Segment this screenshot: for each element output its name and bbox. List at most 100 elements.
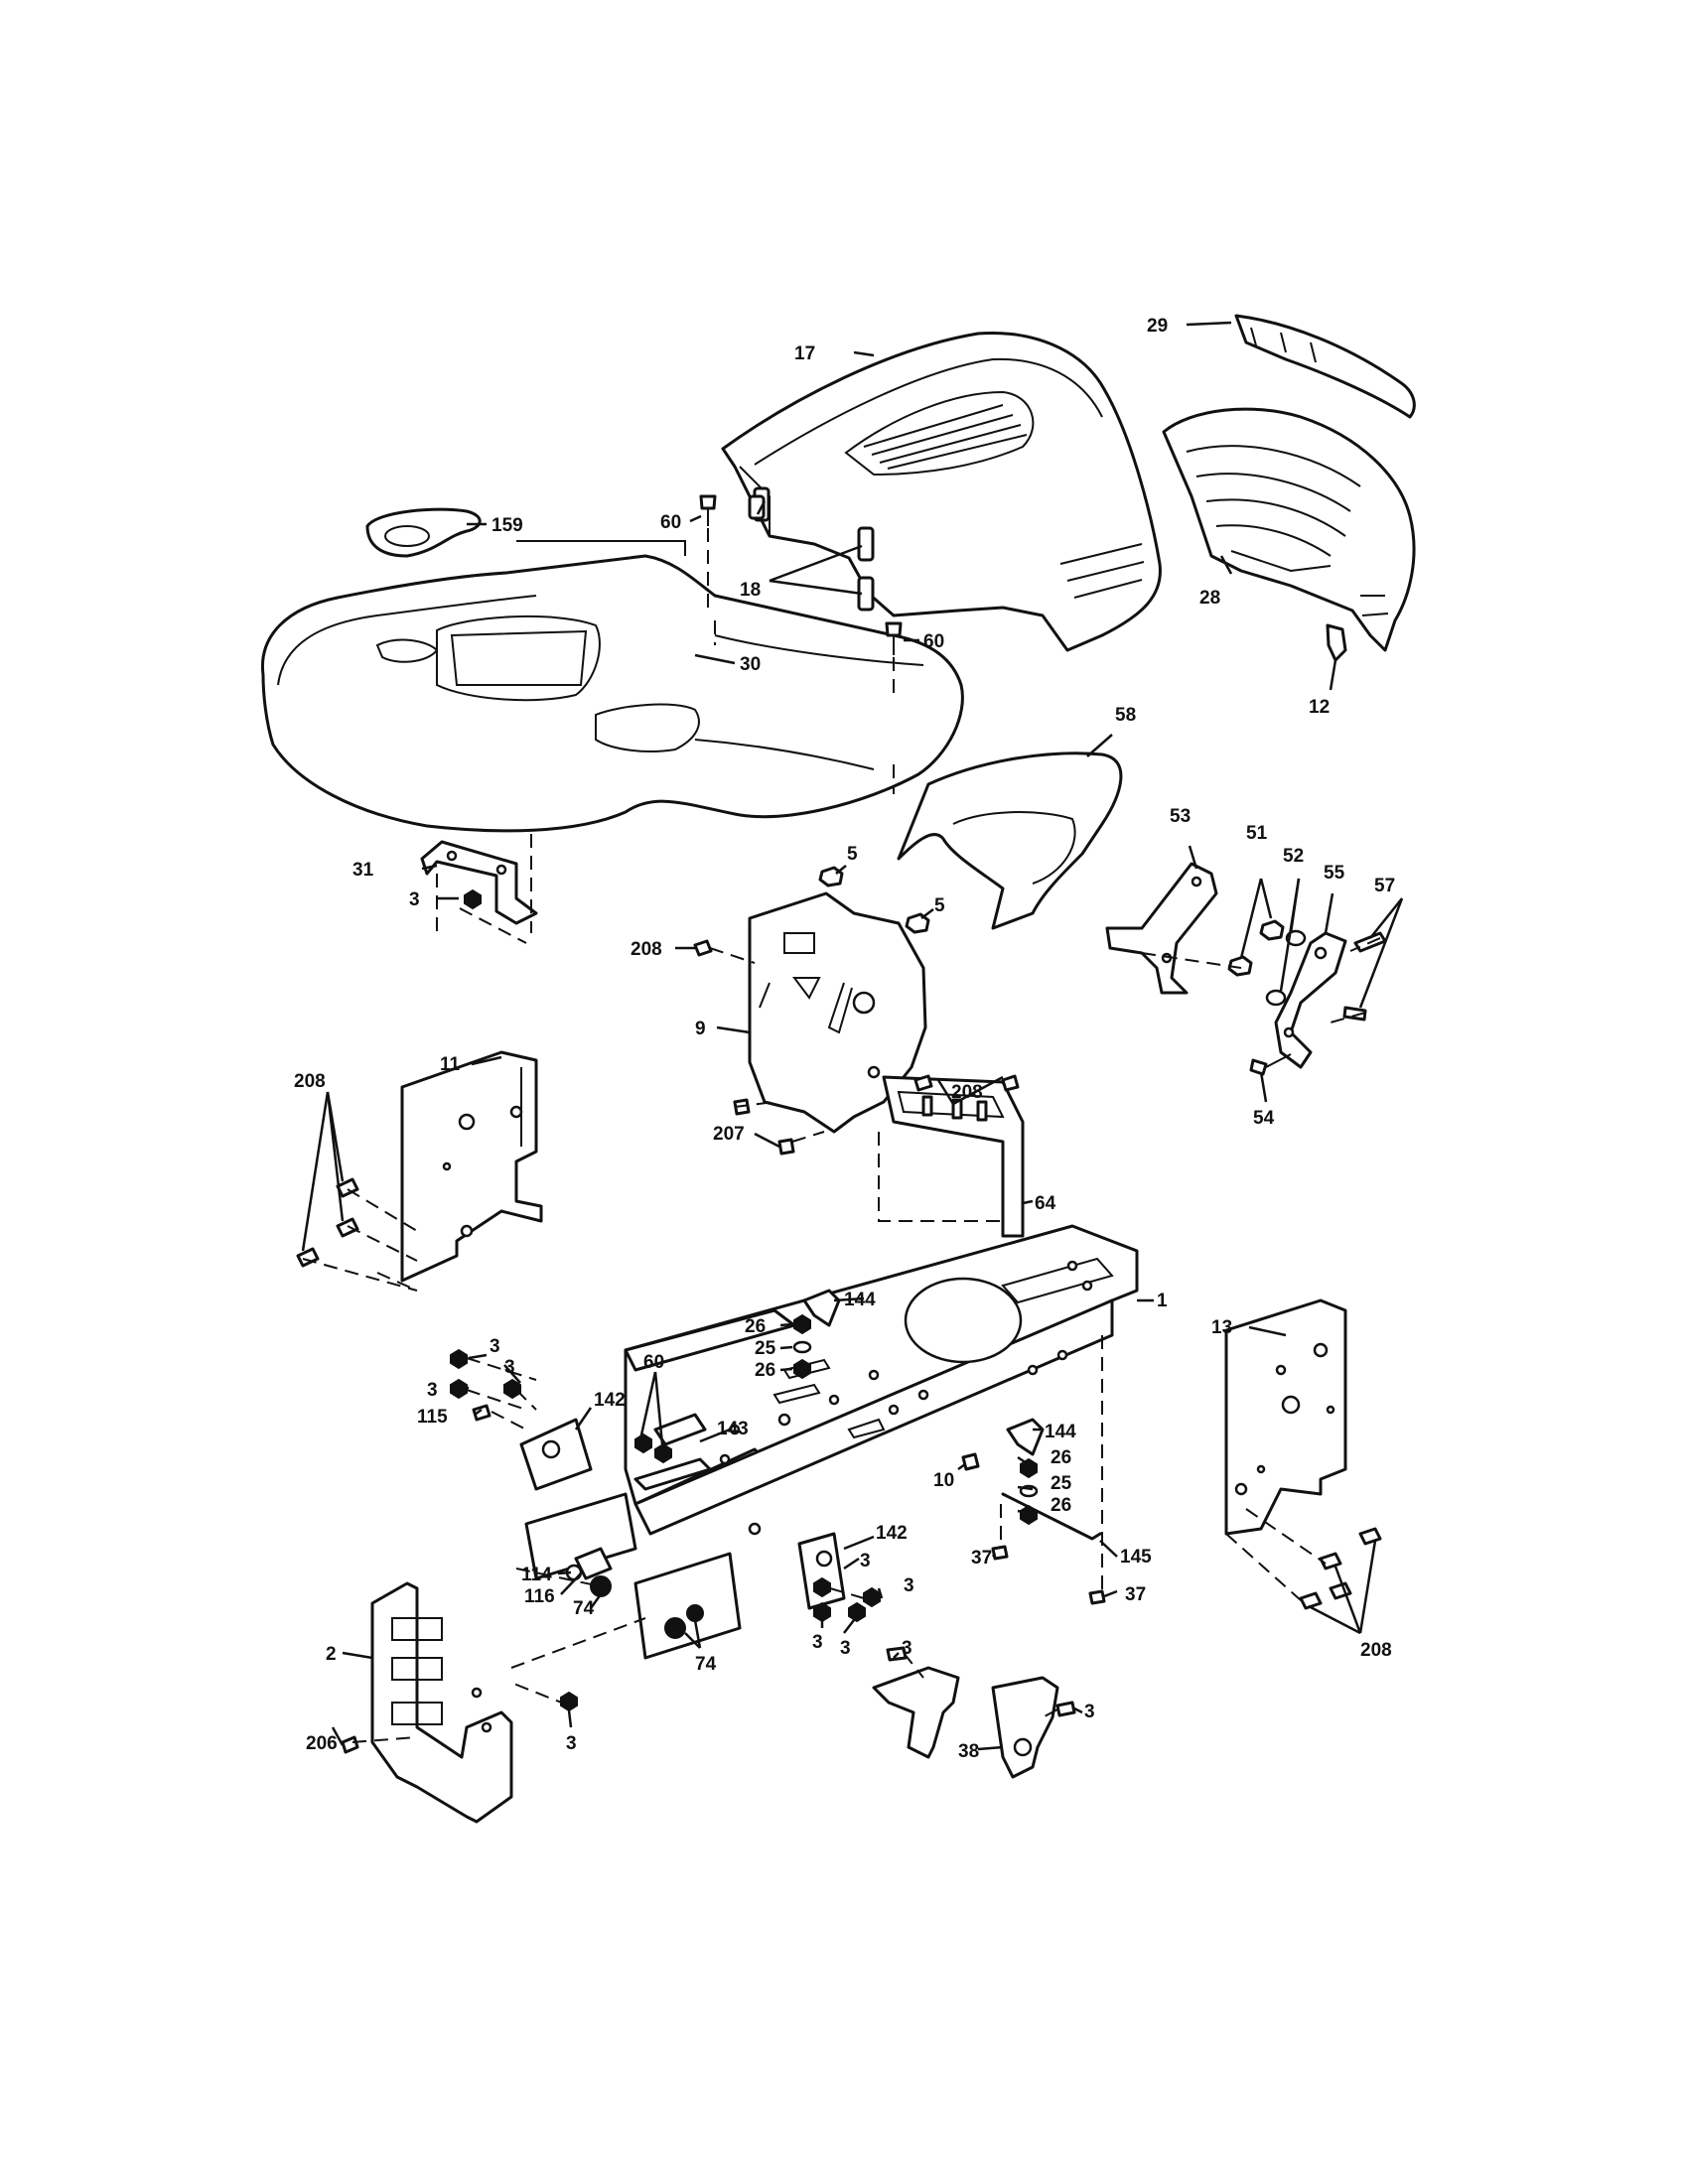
bolt-206: [341, 1735, 359, 1754]
bolt-207: [733, 1098, 795, 1156]
label-26-d: 26: [1051, 1495, 1071, 1516]
label-3-c: 3: [504, 1357, 515, 1378]
label-1: 1: [1157, 1291, 1168, 1311]
label-145: 145: [1120, 1547, 1152, 1568]
label-37-b: 37: [1125, 1584, 1146, 1605]
bolt-208: [296, 939, 1382, 1610]
assembly-centerlines: [302, 528, 1381, 1743]
washer-52: [1265, 929, 1307, 1007]
label-3-h: 3: [840, 1638, 851, 1659]
label-25-b: 25: [1051, 1473, 1072, 1494]
label-38: 38: [958, 1741, 979, 1762]
label-3-k: 3: [566, 1733, 577, 1754]
front-axle-plate: [370, 1581, 513, 1824]
label-3-i: 3: [902, 1638, 912, 1659]
label-142-a: 142: [594, 1390, 626, 1411]
label-3-a: 3: [409, 889, 420, 910]
label-5-b: 5: [934, 895, 945, 916]
label-10: 10: [933, 1470, 954, 1491]
hood: [721, 332, 1162, 652]
label-159: 159: [491, 515, 523, 536]
label-37-a: 37: [971, 1548, 992, 1569]
label-30: 30: [740, 654, 761, 675]
label-114: 114: [521, 1565, 552, 1585]
label-26-b: 26: [755, 1360, 775, 1381]
dash-shield: [897, 751, 1123, 930]
lever-bracket-55: [1274, 931, 1347, 1069]
bolt-57: [1342, 931, 1387, 1022]
label-11: 11: [440, 1054, 461, 1075]
label-143: 143: [717, 1419, 749, 1439]
label-208-d: 208: [1360, 1640, 1392, 1661]
bolt-10: [961, 1452, 980, 1471]
label-142-b: 142: [876, 1523, 908, 1544]
label-17: 17: [794, 343, 815, 364]
label-5-a: 5: [847, 844, 858, 865]
label-74-a: 74: [573, 1598, 595, 1619]
bolt-3: [450, 888, 1076, 1717]
label-29: 29: [1147, 316, 1168, 337]
callout-labels: 17 29 60 159 18 28 60 30 12 58 31 3 5 5 …: [294, 316, 1395, 1762]
label-53: 53: [1170, 806, 1191, 827]
label-60-top: 60: [660, 512, 681, 533]
label-51: 51: [1246, 823, 1268, 844]
label-26-c: 26: [1051, 1447, 1071, 1468]
fender: [260, 554, 964, 833]
main-frame: [624, 1224, 1139, 1536]
label-28: 28: [1199, 588, 1220, 609]
label-206: 206: [306, 1733, 338, 1754]
label-2: 2: [326, 1644, 337, 1665]
label-54: 54: [1253, 1108, 1275, 1129]
front-grille: [1162, 407, 1416, 652]
label-3-e: 3: [860, 1551, 871, 1571]
label-55: 55: [1324, 863, 1345, 884]
label-52: 52: [1283, 846, 1304, 867]
label-3-f: 3: [904, 1575, 914, 1596]
bolt-115: [472, 1404, 491, 1422]
fender-bracket: [420, 840, 538, 925]
label-31: 31: [352, 860, 374, 881]
leader-lines: [301, 321, 1404, 1751]
label-3-j: 3: [1084, 1702, 1095, 1722]
seat-plate: [516, 540, 686, 556]
bushing-74: [590, 1575, 704, 1639]
label-207: 207: [713, 1124, 745, 1145]
label-13: 13: [1211, 1317, 1232, 1338]
label-60-mid: 60: [923, 631, 944, 652]
label-3-b: 3: [490, 1336, 500, 1357]
nut-51: [1227, 919, 1285, 977]
pedal-bracket: [872, 1666, 1059, 1779]
bolt-60: [634, 494, 903, 1464]
label-25-a: 25: [755, 1338, 776, 1359]
label-26-a: 26: [745, 1316, 766, 1337]
label-58: 58: [1115, 705, 1136, 726]
label-208-a: 208: [631, 939, 662, 960]
label-64: 64: [1035, 1193, 1056, 1214]
label-144-a: 144: [844, 1290, 876, 1310]
label-116: 116: [524, 1586, 555, 1607]
label-60-low: 60: [643, 1352, 664, 1373]
bolt-37: [991, 1545, 1106, 1605]
label-12: 12: [1309, 697, 1330, 718]
label-208-c: 208: [951, 1082, 983, 1103]
label-3-g: 3: [812, 1632, 823, 1653]
label-144-b: 144: [1045, 1422, 1076, 1442]
lever-bracket-53: [1105, 862, 1218, 995]
side-panel-right: [1224, 1298, 1347, 1536]
label-18: 18: [740, 580, 761, 601]
bumper-plate-142: [519, 1418, 846, 1660]
label-3-d: 3: [427, 1380, 438, 1401]
label-115: 115: [417, 1407, 448, 1428]
label-57: 57: [1374, 876, 1395, 896]
spacer-116: [574, 1547, 613, 1580]
nut-5: [818, 866, 930, 934]
label-74-b: 74: [695, 1654, 717, 1675]
hood-latch: [1326, 623, 1347, 662]
label-9: 9: [695, 1019, 706, 1039]
cup-holder: [365, 507, 482, 558]
side-panel-left: [400, 1050, 543, 1283]
label-208-b: 208: [294, 1071, 326, 1092]
dash-panel: [748, 891, 927, 1134]
nut-26: [793, 1313, 1038, 1526]
